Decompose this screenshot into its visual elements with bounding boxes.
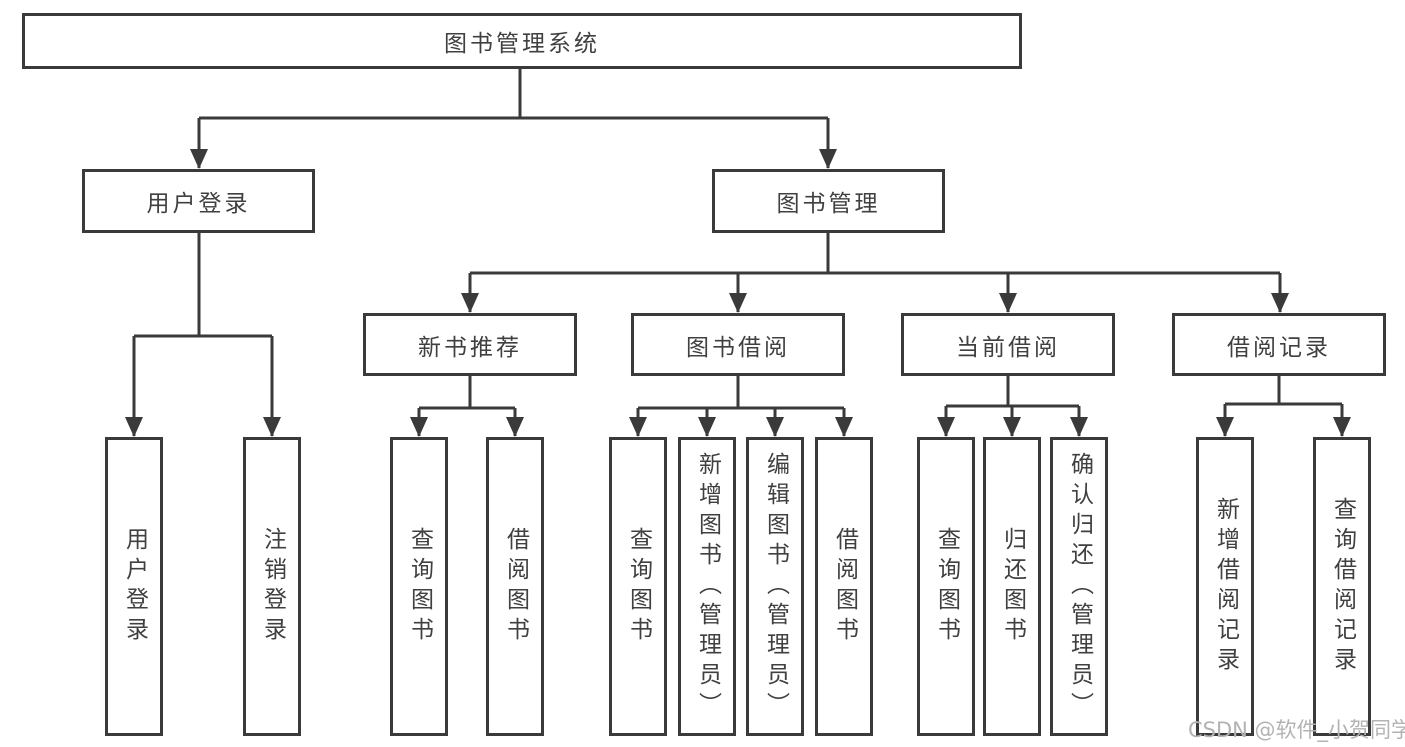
leaf-edit-books-admin: 编辑图书（管理员） (746, 437, 804, 736)
leaf-user-login: 用户登录 (105, 437, 163, 736)
leaf-confirm-return-admin: 确认归还（管理员） (1050, 437, 1108, 736)
leaf-return-books: 归还图书 (983, 437, 1041, 736)
leaf-query-books-borrowing: 查询图书 (609, 437, 667, 736)
node-book-management: 图书管理 (712, 169, 945, 233)
csdn-watermark: CSDN @软件_小贺同学 (1188, 718, 1405, 742)
node-book-borrowing: 图书借阅 (631, 313, 845, 376)
leaf-query-books-recommend: 查询图书 (390, 437, 448, 736)
node-user-login: 用户登录 (82, 169, 315, 233)
leaf-add-borrow-record: 新增借阅记录 (1196, 437, 1254, 736)
leaf-query-borrow-record: 查询借阅记录 (1313, 437, 1371, 736)
leaf-logout: 注销登录 (243, 437, 301, 736)
node-borrowing-records: 借阅记录 (1172, 313, 1386, 376)
leaf-add-books-admin: 新增图书（管理员） (678, 437, 736, 736)
leaf-borrow-books-recommend: 借阅图书 (486, 437, 544, 736)
leaf-query-books-current: 查询图书 (917, 437, 975, 736)
leaf-borrow-books-borrowing: 借阅图书 (815, 437, 873, 736)
node-new-book-recommend: 新书推荐 (363, 313, 577, 376)
node-current-borrowing: 当前借阅 (901, 313, 1115, 376)
node-root-system: 图书管理系统 (22, 13, 1022, 69)
